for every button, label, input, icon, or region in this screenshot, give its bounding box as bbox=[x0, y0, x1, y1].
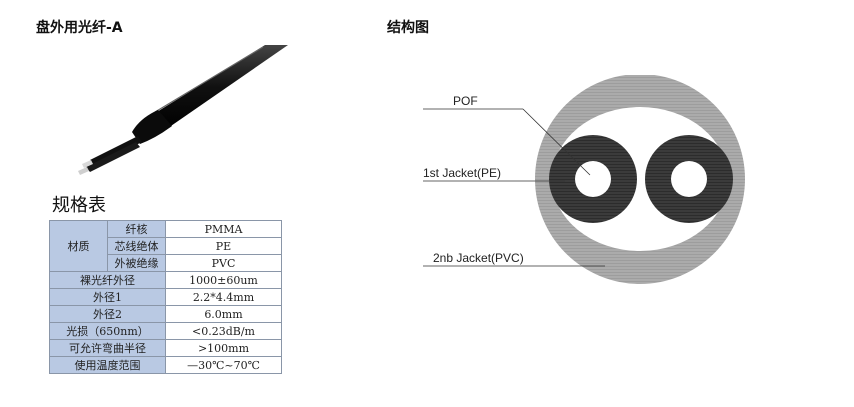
spec-label: 芯线绝体 bbox=[107, 237, 166, 255]
spec-value: <0.23dB/m bbox=[165, 322, 282, 340]
label-pof: POF bbox=[453, 94, 478, 108]
pof-core-right bbox=[671, 161, 707, 197]
spec-value: >100mm bbox=[165, 339, 282, 357]
spec-value: —30℃~70℃ bbox=[165, 356, 282, 374]
spec-table: 材质 纤核 PMMA 芯线绝体 PE 外被绝缘 PVC 裸光纤外径 1000±6… bbox=[49, 220, 282, 374]
table-row: 外径1 2.2*4.4mm bbox=[49, 288, 282, 306]
structure-title: 结构图 bbox=[387, 20, 429, 36]
spec-label: 外径1 bbox=[49, 288, 166, 306]
table-row: 材质 纤核 PMMA bbox=[49, 220, 282, 272]
spec-label: 外被绝缘 bbox=[107, 254, 166, 272]
table-row: 裸光纤外径 1000±60um bbox=[49, 271, 282, 289]
pof-core-left bbox=[575, 161, 611, 197]
table-row: 可允许弯曲半径 >100mm bbox=[49, 339, 282, 357]
label-1st-jacket: 1st Jacket(PE) bbox=[423, 166, 501, 180]
table-row: 使用温度范围 —30℃~70℃ bbox=[49, 356, 282, 374]
cable-photo bbox=[78, 45, 288, 175]
table-row: 光损（650nm） <0.23dB/m bbox=[49, 322, 282, 340]
spec-value: PMMA bbox=[165, 220, 282, 238]
label-2nd-jacket: 2nb Jacket(PVC) bbox=[433, 251, 524, 265]
table-row: 芯线绝体 PE bbox=[50, 237, 282, 255]
spec-label: 外径2 bbox=[49, 305, 166, 323]
spec-label: 可允许弯曲半径 bbox=[49, 339, 166, 357]
spec-table-title: 规格表 bbox=[52, 195, 106, 216]
cross-section-diagram: POF 1st Jacket(PE) 2nb Jacket(PVC) bbox=[423, 75, 745, 284]
material-group-label: 材质 bbox=[49, 220, 108, 272]
spec-label: 裸光纤外径 bbox=[49, 271, 166, 289]
table-row: 外径2 6.0mm bbox=[49, 305, 282, 323]
table-row: 外被绝缘 PVC bbox=[50, 254, 282, 272]
cable-sheath bbox=[132, 110, 172, 144]
spec-value: PE bbox=[165, 237, 282, 255]
spec-label: 光损（650nm） bbox=[49, 322, 166, 340]
spec-value: 6.0mm bbox=[165, 305, 282, 323]
spec-label: 使用温度范围 bbox=[49, 356, 166, 374]
cable-body bbox=[152, 45, 288, 128]
spec-label: 纤核 bbox=[107, 220, 166, 238]
spec-value: PVC bbox=[165, 254, 282, 272]
spec-value: 1000±60um bbox=[165, 271, 282, 289]
product-title: 盘外用光纤-A bbox=[36, 20, 123, 36]
spec-value: 2.2*4.4mm bbox=[165, 288, 282, 306]
